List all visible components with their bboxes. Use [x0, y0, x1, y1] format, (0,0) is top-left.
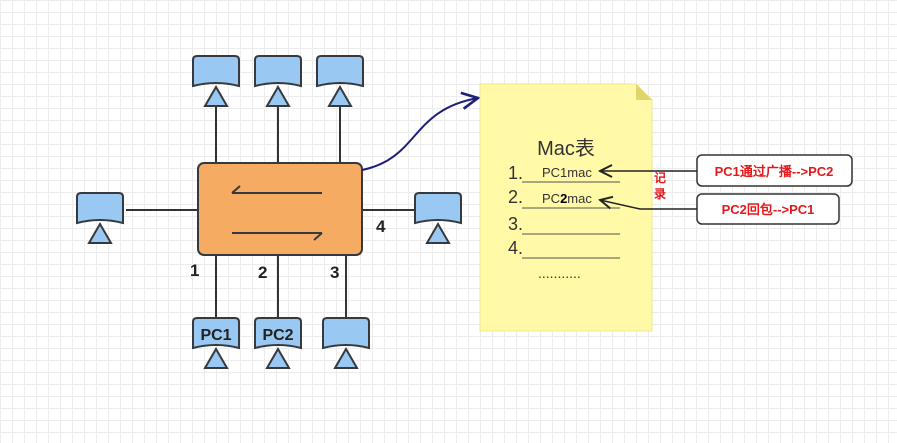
row-3-num: 3. [508, 214, 523, 234]
host-pc2: PC2 [254, 317, 302, 369]
curve-arrow [361, 98, 478, 171]
host-bottom-3 [322, 317, 370, 369]
row-2-num: 2. [508, 187, 523, 207]
record-label: 记 录 [654, 171, 666, 201]
row-1-num: 1. [508, 163, 523, 183]
host-pc1-label: PC1 [200, 327, 231, 344]
computer-base-icon [265, 85, 291, 107]
host-top-1 [192, 55, 240, 107]
computer-icon [316, 55, 364, 88]
callout-2: PC2回包-->PC1 [600, 193, 840, 225]
mac-table-note: Mac表 1. PC1mac 2. PC2mac 3. 4. .........… [479, 83, 653, 332]
host-top-3 [316, 55, 364, 107]
port-label-1: 1 [190, 261, 199, 280]
row-4-num: 4. [508, 238, 523, 258]
computer-base-icon [87, 222, 113, 244]
computer-icon [192, 55, 240, 88]
links [126, 98, 414, 318]
computer-icon [192, 317, 240, 350]
computer-base-icon [327, 85, 353, 107]
computer-icon [322, 317, 370, 350]
computer-icon [254, 317, 302, 350]
hosts: PC1 PC2 [76, 55, 462, 369]
computer-base-icon [203, 85, 229, 107]
row-1-entry: PC1mac [542, 165, 592, 180]
computer-base-icon [265, 347, 291, 369]
note-fold [636, 84, 652, 100]
port-label-4: 4 [376, 217, 386, 236]
computer-base-icon [203, 347, 229, 369]
callout-1: PC1通过广播-->PC2 [600, 154, 853, 187]
computer-base-icon [425, 222, 451, 244]
callout-2-text: PC2回包-->PC1 [722, 202, 815, 217]
switch-arrows-icon [231, 185, 323, 241]
callout-1-text: PC1通过广播-->PC2 [715, 164, 834, 179]
port-label-2: 2 [258, 263, 267, 282]
note-title: Mac表 [537, 137, 595, 160]
record-char-1: 记 [654, 171, 666, 185]
note-ellipsis: ........... [538, 265, 581, 281]
computer-base-icon [333, 347, 359, 369]
host-right [414, 192, 462, 244]
host-pc1: PC1 [192, 317, 240, 369]
switch-body [197, 162, 363, 256]
host-left [76, 192, 124, 244]
port-label-3: 3 [330, 263, 339, 282]
host-pc2-label: PC2 [262, 327, 293, 344]
port-labels: 1 2 3 4 [190, 217, 386, 282]
computer-icon [254, 55, 302, 88]
computer-icon [414, 192, 462, 225]
host-top-2 [254, 55, 302, 107]
record-char-2: 录 [654, 187, 666, 201]
computer-icon [76, 192, 124, 225]
row-2-entry: PC2mac [542, 191, 592, 206]
switch [197, 162, 363, 256]
callout-2-arrow [600, 200, 697, 210]
